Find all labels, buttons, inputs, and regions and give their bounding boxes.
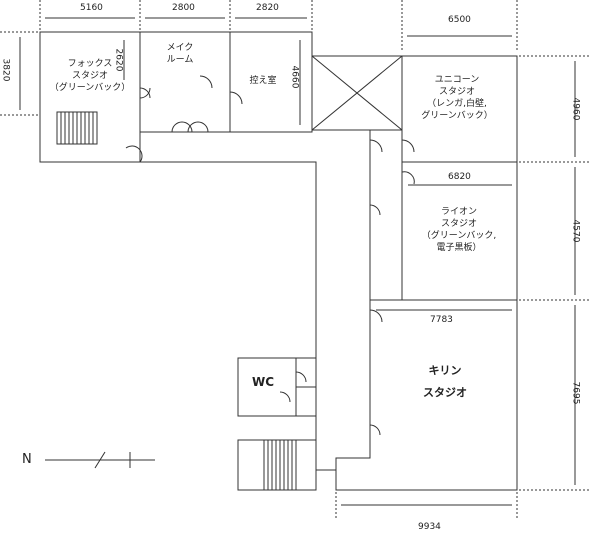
lion-line-3: （グリーンバック, <box>421 231 497 241</box>
fox-line-3: （グリーンバック） <box>49 83 131 93</box>
kirin-studio-label: キリン スタジオ <box>405 365 485 399</box>
dim-fox-height: 3820 <box>0 58 11 82</box>
fox-studio <box>39 31 141 163</box>
dim-fox-width: 5160 <box>80 3 103 13</box>
lion-line-2: スタジオ <box>440 219 477 229</box>
wc-label: WC <box>251 375 275 389</box>
door-swings <box>125 75 415 436</box>
dimension-lines <box>0 0 590 520</box>
compass-north-label: N <box>22 452 32 467</box>
fox-studio-label: フォックス スタジオ （グリーンバック） <box>40 58 140 94</box>
dim-kirin-height: 7695 <box>570 381 581 405</box>
make-line-1: メイク <box>166 43 194 53</box>
dim-kirin-inner-width: 7783 <box>430 315 453 325</box>
fox-line-2: スタジオ <box>71 71 108 81</box>
kirin-line-1: キリン <box>428 364 462 377</box>
corridor-outline <box>40 161 336 471</box>
unicorn-line-1: ユニコーン <box>434 75 480 85</box>
lion-studio-label: ライオン スタジオ （グリーンバック, 電子黒板） <box>414 206 504 254</box>
waiting-room-label: 控え室 <box>249 76 277 86</box>
dim-lion-height: 4570 <box>570 219 581 243</box>
dim-lion-width: 6820 <box>448 172 471 182</box>
make-line-2: ルーム <box>166 55 194 65</box>
unicorn-line-2: スタジオ <box>438 87 475 97</box>
dim-waiting-height: 4660 <box>289 65 300 89</box>
dim-kirin-outer-width: 9934 <box>418 522 441 532</box>
unicorn-studio-label: ユニコーン スタジオ （レンガ,白壁, グリーンバック） <box>412 74 502 122</box>
compass-arrow <box>45 451 155 469</box>
fox-line-1: フォックス <box>67 59 113 69</box>
dim-waiting-width: 2820 <box>256 3 279 13</box>
make-room-label: メイク ルーム <box>150 42 210 66</box>
unicorn-line-4: グリーンバック） <box>421 111 493 121</box>
lion-line-4: 電子黒板） <box>436 243 482 253</box>
dim-unicorn-height: 4960 <box>570 97 581 121</box>
dim-make-width: 2800 <box>172 3 195 13</box>
lion-line-1: ライオン <box>440 207 477 217</box>
kirin-line-2: スタジオ <box>423 386 467 399</box>
dimension-arrows <box>19 17 576 506</box>
dim-unicorn-width: 6500 <box>448 15 471 25</box>
stair-south <box>237 439 317 491</box>
dim-make-height: 2620 <box>113 48 124 72</box>
unicorn-line-3: （レンガ,白壁, <box>427 99 487 109</box>
